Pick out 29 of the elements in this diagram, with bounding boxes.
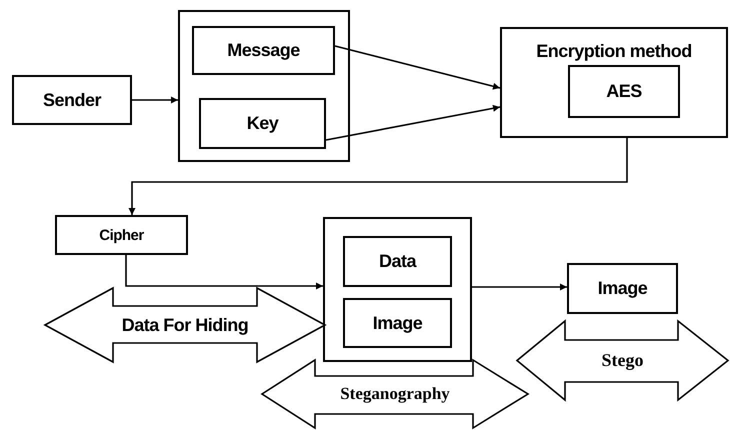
node-label: AES: [606, 81, 642, 102]
arrow: [132, 96, 178, 104]
group-box: [323, 217, 472, 362]
arrow: [334, 45, 500, 90]
node-label: Key: [246, 113, 278, 134]
node-label: Data: [378, 251, 416, 272]
group-box: [178, 10, 350, 162]
arrow: [472, 284, 567, 290]
process-box: [500, 27, 728, 138]
node-label: Steganography: [340, 384, 450, 404]
node-label: Stego: [602, 350, 644, 371]
arrow: [125, 255, 323, 290]
node-label: Cipher: [99, 226, 144, 244]
process-box: [567, 263, 678, 314]
arrow: [326, 104, 500, 141]
process-box: [12, 75, 132, 125]
node-label: Image: [372, 312, 422, 334]
node-label: Encryption method: [536, 41, 692, 62]
arrow: [128, 138, 628, 215]
node-label: Sender: [42, 90, 102, 110]
node-label: Message: [227, 40, 300, 61]
process-box: [192, 26, 335, 75]
process-box: [55, 215, 188, 255]
process-box: [343, 298, 452, 348]
process-box: [199, 98, 326, 149]
node-label: Data For Hiding: [122, 314, 248, 336]
process-box: [568, 65, 680, 118]
node-label: Image: [598, 278, 648, 299]
process-box: [343, 236, 452, 287]
